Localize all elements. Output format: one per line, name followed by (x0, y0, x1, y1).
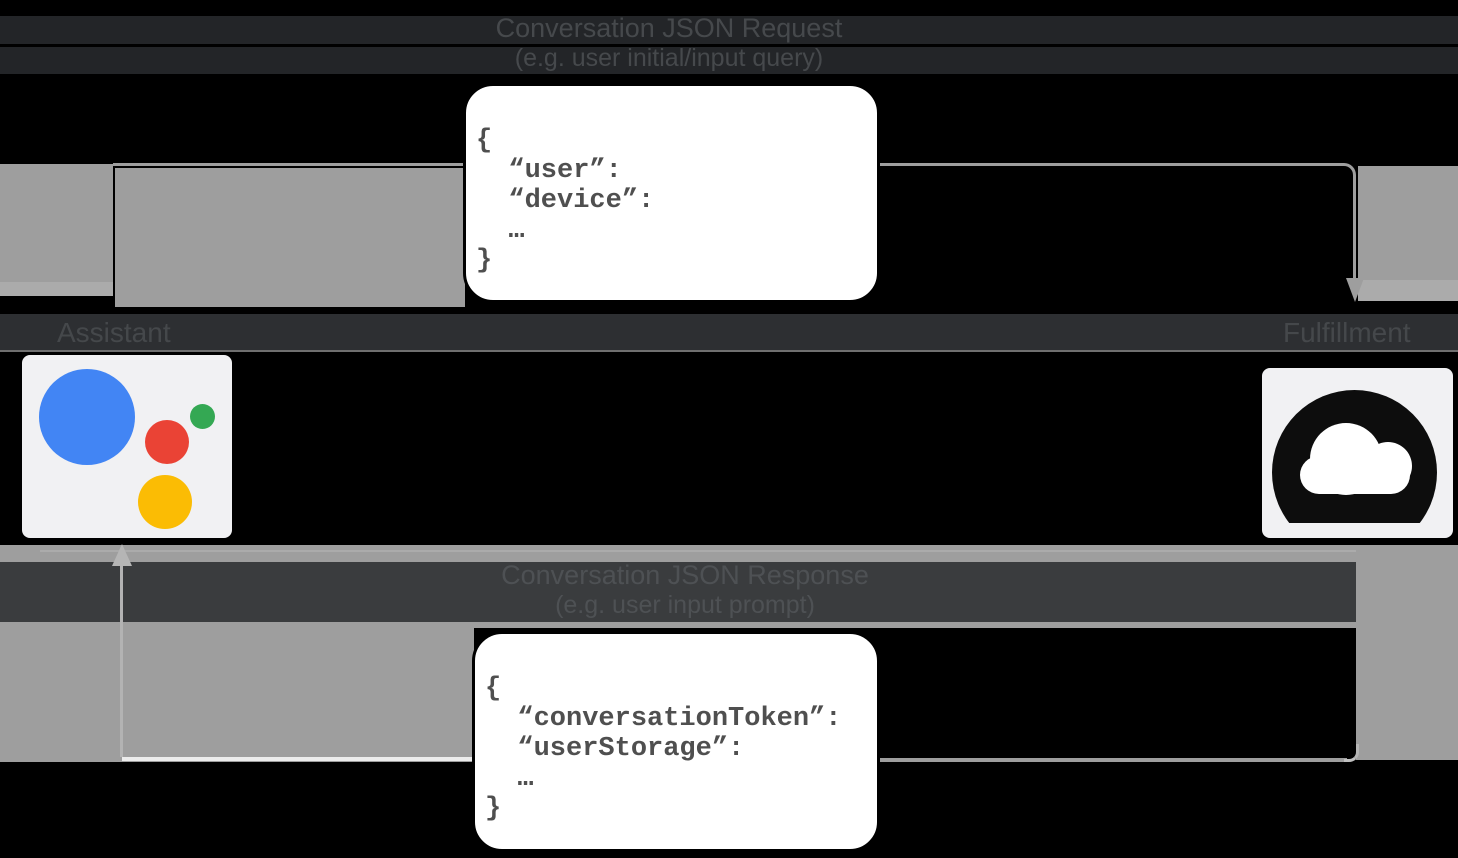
assistant-label: Assistant (57, 317, 171, 348)
assistant-blue-dot (39, 369, 135, 465)
response-code-box: { “conversationToken”: “userStorage”: … … (472, 631, 880, 852)
request-subtitle: (e.g. user initial/input query) (514, 44, 824, 72)
fulfillment-label: Fulfillment (1283, 317, 1411, 348)
response-code: { “conversationToken”: “userStorage”: … … (485, 674, 842, 824)
request-shade-left-fade (0, 282, 113, 296)
request-title-block: Conversation JSON Request (e.g. user ini… (0, 13, 1338, 73)
top-title-stripe-2 (0, 47, 1458, 74)
response-shade-right (1356, 545, 1458, 760)
google-assistant-logo (22, 355, 232, 538)
assistant-red-dot (145, 420, 189, 464)
request-shade-right-fade (1358, 280, 1458, 301)
response-arrow-line-right (877, 758, 1347, 762)
response-title-stripe (0, 562, 1356, 622)
response-arrow-corner (1344, 744, 1359, 762)
top-title-stripe-1 (0, 16, 1458, 44)
response-band-topline (40, 550, 1356, 552)
request-title: Conversation JSON Request (495, 13, 843, 43)
request-shade-mid (115, 168, 465, 307)
fulfillment-card (1262, 368, 1453, 538)
response-title-block: Conversation JSON Response (e.g. user in… (0, 560, 1370, 620)
cloud-icon-body (1300, 456, 1410, 494)
response-arrow-line-vertical (120, 566, 123, 757)
request-shade-left (0, 164, 113, 282)
response-arrow-line-left (122, 757, 474, 761)
assistant-green-dot (190, 404, 215, 429)
actor-bar-underline (0, 350, 1458, 352)
assistant-yellow-dot (138, 475, 192, 529)
request-arrowhead-icon (1346, 278, 1364, 302)
request-code-box: { “user”: “device”: … } (463, 83, 880, 303)
response-arrowhead-icon (112, 544, 132, 566)
assistant-card (22, 355, 232, 538)
cloud-icon (1272, 390, 1437, 523)
actor-label-bar (0, 314, 1458, 350)
request-shade-right (1358, 166, 1458, 280)
request-code: { “user”: “device”: … } (476, 126, 655, 276)
response-title: Conversation JSON Response (501, 560, 869, 590)
response-subtitle: (e.g. user input prompt) (555, 591, 815, 619)
